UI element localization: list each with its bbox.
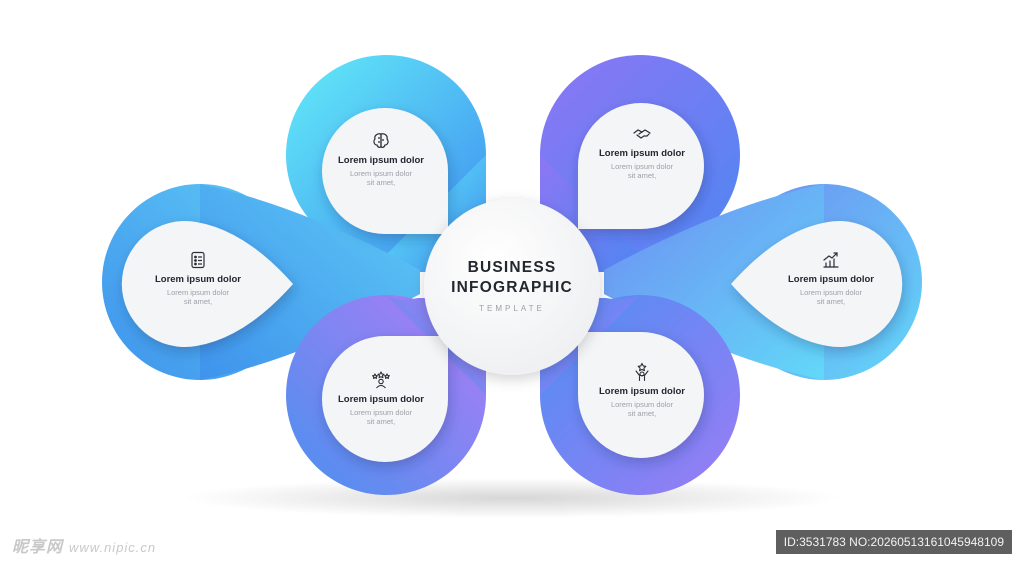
floor-shadow [182, 478, 842, 518]
item-desc-line1: Lorem ipsum dolor [349, 408, 413, 417]
item-left: Lorem ipsum dolor Lorem ipsum dolor sit … [128, 250, 268, 306]
watermark-left: 昵享网 www.nipic.cn [12, 533, 156, 557]
item-title: Lorem ipsum dolor [154, 274, 242, 285]
growth-chart-icon [823, 252, 839, 268]
item-title: Lorem ipsum dolor [337, 155, 425, 166]
item-title: Lorem ipsum dolor [787, 274, 875, 285]
item-title: Lorem ipsum dolor [598, 386, 686, 397]
drop-bottom-right [578, 332, 704, 458]
item-desc-line2: sit amet, [627, 409, 657, 418]
item-desc-line2: sit amet, [183, 297, 213, 306]
item-top-left: Lorem ipsum dolor Lorem ipsum dolor sit … [311, 131, 451, 187]
item-desc-line2: sit amet, [366, 417, 396, 426]
item-desc-line1: Lorem ipsum dolor [799, 288, 863, 297]
item-bottom-left: Lorem ipsum dolor Lorem ipsum dolor sit … [311, 370, 451, 426]
drop-top-right [578, 103, 704, 229]
center-title-line1: BUSINESS [467, 259, 557, 276]
item-desc-line1: Lorem ipsum dolor [349, 169, 413, 178]
watermark-url: www.nipic.cn [69, 540, 157, 555]
item-desc-line2: sit amet, [366, 178, 396, 187]
item-title: Lorem ipsum dolor [337, 394, 425, 405]
item-desc-line2: sit amet, [816, 297, 846, 306]
drop-right [731, 221, 903, 347]
center-title: BUSINESS INFOGRAPHIC [417, 258, 607, 298]
center-title-line2: INFOGRAPHIC [451, 279, 573, 296]
item-title: Lorem ipsum dolor [598, 148, 686, 159]
checklist-icon [191, 251, 205, 269]
center-disc [424, 199, 600, 375]
item-top-right: Lorem ipsum dolor Lorem ipsum dolor sit … [572, 124, 712, 180]
brain-icon [373, 133, 389, 148]
achiever-star-icon [635, 362, 649, 382]
item-bottom-right: Lorem ipsum dolor Lorem ipsum dolor sit … [572, 362, 712, 418]
handshake-icon [633, 129, 651, 139]
team-stars-icon [372, 371, 390, 389]
drop-left [121, 221, 293, 347]
item-right: Lorem ipsum dolor Lorem ipsum dolor sit … [761, 250, 901, 306]
drop-top-left [322, 108, 448, 234]
item-desc-line1: Lorem ipsum dolor [610, 400, 674, 409]
item-desc-line1: Lorem ipsum dolor [610, 162, 674, 171]
center-subtitle: TEMPLATE [479, 304, 545, 313]
item-desc-line2: sit amet, [627, 171, 657, 180]
watermark-brand: 昵享网 [12, 539, 64, 556]
drop-bottom-left [322, 336, 448, 462]
watermark-id-badge: ID:3531783 NO:20260513161045948109 [775, 530, 1012, 554]
item-desc-line1: Lorem ipsum dolor [166, 288, 230, 297]
